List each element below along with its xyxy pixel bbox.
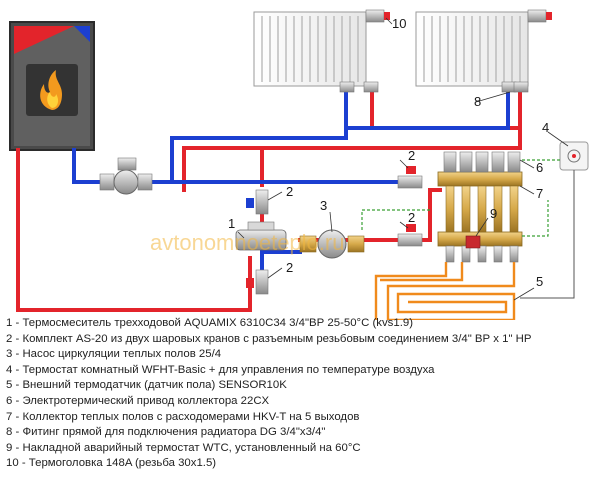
radiator-right <box>415 9 552 93</box>
flame-icon <box>40 70 62 110</box>
legend-item: 10 - Термоголовка 148A (резьба 30х1.5) <box>6 457 217 470</box>
safety-thermostat <box>465 235 481 249</box>
legend-item: 6 - Электротермический привод коллектора… <box>6 394 270 407</box>
radiator-left <box>253 9 390 93</box>
heating-scheme: avtonomnoeteplo.ru 1 2 2 2 2 3 4 5 6 7 8… <box>9 9 589 320</box>
callout-10: 10 <box>392 16 406 31</box>
callout-2a: 2 <box>286 184 293 199</box>
floor-sensor-wire <box>520 170 575 299</box>
boiler-supply-mark <box>14 26 74 54</box>
callout-2b: 2 <box>286 260 293 275</box>
ball-valve-icon <box>246 189 269 215</box>
floor-loop-icon <box>374 262 516 320</box>
thermostat-icon <box>559 141 589 171</box>
manifold-icon <box>437 151 523 263</box>
legend-item: 8 - Фитинг прямой для подключения радиат… <box>6 426 326 439</box>
callout-2d: 2 <box>408 210 415 225</box>
legend-item: 7 - Коллектор теплых полов с расходомера… <box>6 410 360 423</box>
callout-2c: 2 <box>408 148 415 163</box>
thermo-mixer <box>235 221 287 251</box>
callout-1: 1 <box>228 216 235 231</box>
callout-4: 4 <box>542 120 549 135</box>
ball-valve-icon <box>397 224 423 247</box>
legend-item: 9 - Накладной аварийный термостат WTC, у… <box>6 441 361 454</box>
legend-item: 3 - Насос циркуляции теплых полов 25/4 <box>6 348 222 361</box>
boiler-return-mark <box>74 26 90 42</box>
underfloor-pump <box>299 229 365 259</box>
callout-9: 9 <box>490 206 497 221</box>
ball-valve-icon <box>397 166 423 189</box>
legend-item: 5 - Внешний термодатчик (датчик пола) SE… <box>6 379 287 392</box>
return-pipes <box>72 86 510 274</box>
legend-item: 2 - Комплект AS-20 из двух шаровых крано… <box>6 332 532 345</box>
callout-3: 3 <box>320 198 327 213</box>
callout-5: 5 <box>536 274 543 289</box>
leader-lines <box>237 17 569 301</box>
callout-7: 7 <box>536 186 543 201</box>
boiler <box>9 21 95 151</box>
legend-item: 4 - Термостат комнатный WFHT-Basic + для… <box>6 363 435 376</box>
pump-icon <box>99 157 153 195</box>
control-wiring <box>361 159 560 237</box>
thermo-head-icon <box>365 9 385 23</box>
legend-list: 1 - Термосмеситель трехходовой AQUAMIX 6… <box>6 316 596 472</box>
callout-6: 6 <box>536 160 543 175</box>
ball-valve-icon <box>246 269 269 295</box>
callout-8: 8 <box>474 94 481 109</box>
watermark: avtonomnoeteplo.ru <box>150 230 344 255</box>
legend-item: 1 - Термосмеситель трехходовой AQUAMIX 6… <box>6 317 413 329</box>
